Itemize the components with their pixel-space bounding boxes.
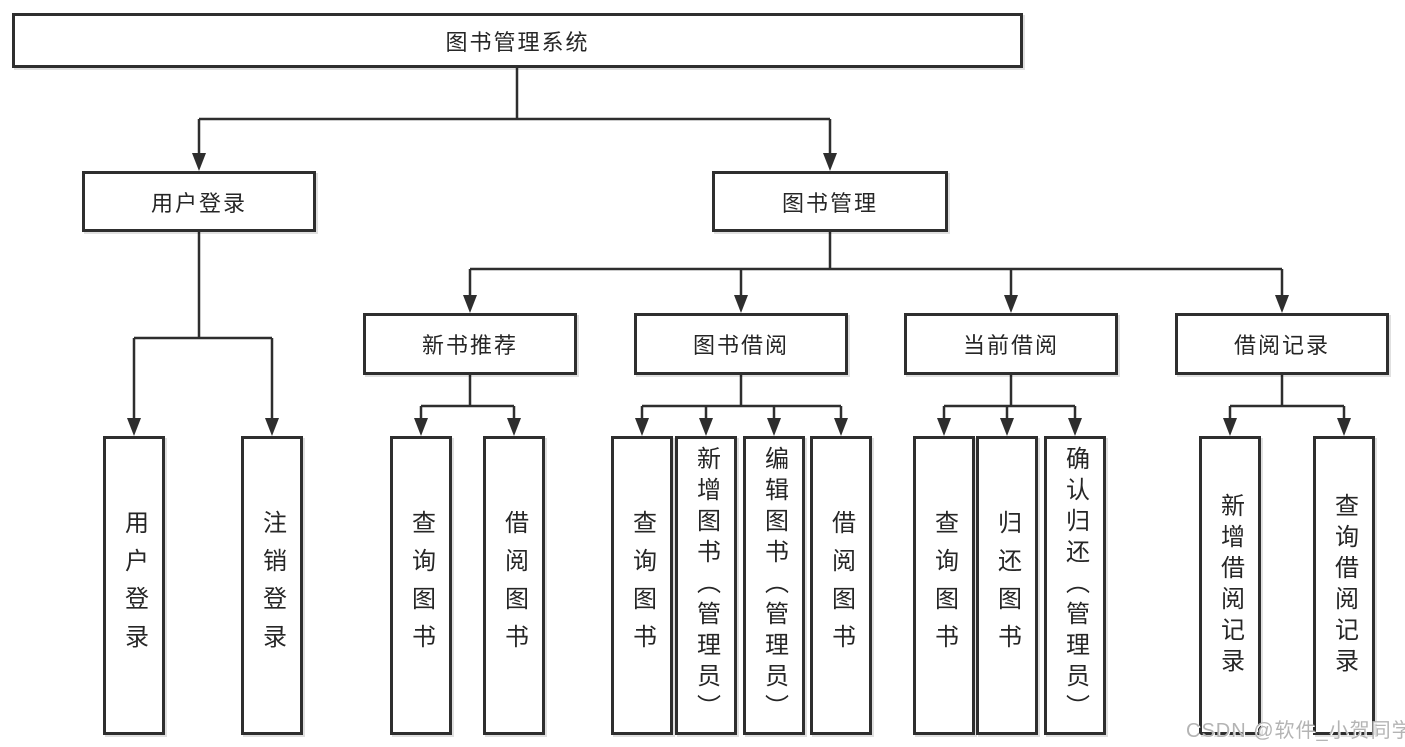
leaf-cb-confirm-return-admin: 确认归还（管理员） [1044,436,1106,735]
leaf-bb-borrow-books: 借阅图书 [810,436,872,735]
node-library-management-system: 图书管理系统 [12,13,1023,68]
leaf-bb-add-books-admin: 新增图书（管理员） [675,436,737,735]
leaf-label: 新增图书（管理员） [692,446,720,725]
node-label: 图书借阅 [692,333,789,358]
node-label: 图书管理 [781,190,878,216]
leaf-label: 查询图书 [628,509,656,662]
leaf-bb-edit-books-admin: 编辑图书（管理员） [743,436,805,735]
leaf-cb-query-books: 查询图书 [913,436,975,735]
leaf-label: 编辑图书（管理员） [760,446,788,725]
node-label: 当前借阅 [962,333,1059,358]
leaf-user-login: 用户登录 [103,436,165,735]
node-label: 新书推荐 [421,333,518,358]
node-current-borrowing: 当前借阅 [904,313,1118,375]
node-book-borrowing: 图书借阅 [634,313,848,375]
leaf-bb-query-books: 查询图书 [611,436,673,735]
leaf-br-query-record: 查询借阅记录 [1313,436,1375,735]
leaf-nbr-borrow-books: 借阅图书 [483,436,545,735]
leaf-br-add-record: 新增借阅记录 [1199,436,1261,735]
leaf-label: 查询图书 [407,509,435,662]
leaf-label: 注销登录 [258,509,286,662]
leaf-label: 查询图书 [930,509,958,662]
node-borrowing-records: 借阅记录 [1175,313,1389,375]
leaf-label: 新增借阅记录 [1216,492,1244,679]
leaf-label: 确认归还（管理员） [1061,446,1089,725]
leaf-cb-return-books: 归还图书 [976,436,1038,735]
leaf-logout: 注销登录 [241,436,303,735]
watermark: CSDN @软件_小贺同学 [1186,720,1405,742]
leaf-label: 查询借阅记录 [1330,492,1358,679]
node-new-book-recommendation: 新书推荐 [363,313,577,375]
node-label: 图书管理系统 [445,29,590,55]
leaf-label: 归还图书 [993,509,1021,662]
leaf-label: 借阅图书 [827,509,855,662]
node-label: 借阅记录 [1233,333,1330,358]
leaf-nbr-query-books: 查询图书 [390,436,452,735]
node-book-management: 图书管理 [712,171,948,232]
leaf-label: 借阅图书 [500,509,528,662]
leaf-label: 用户登录 [120,509,148,662]
node-label: 用户登录 [150,190,247,216]
node-user-login: 用户登录 [82,171,316,232]
